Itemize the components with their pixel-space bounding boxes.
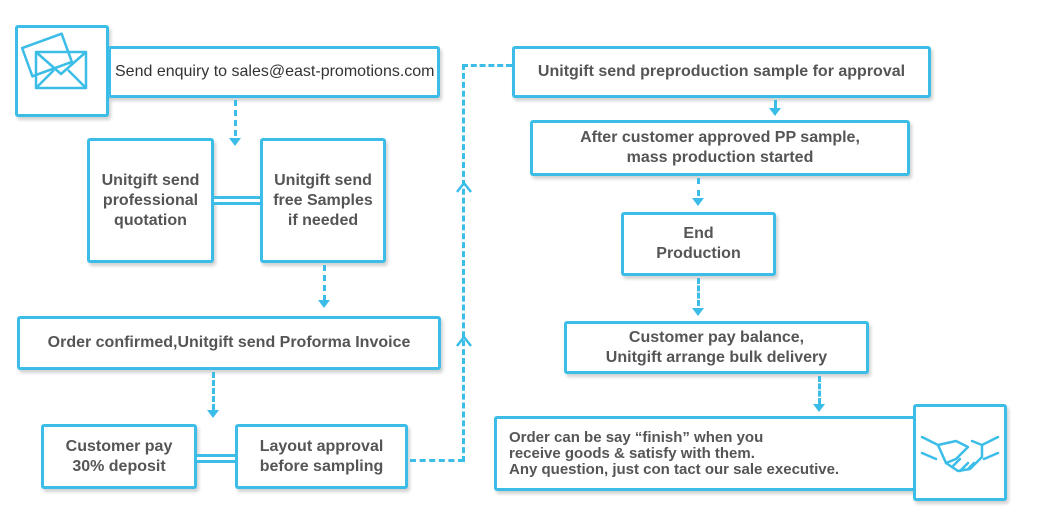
double-connector bbox=[214, 196, 260, 205]
arrow-down bbox=[229, 138, 241, 146]
step-samples-text: Unitgift send free Samples if needed bbox=[273, 171, 373, 229]
step-quotation: Unitgift send professional quotation bbox=[87, 138, 214, 263]
step-mass-production: After customer approved PP sample, mass … bbox=[530, 120, 910, 176]
step-balance-text: Customer pay balance, Unitgift arrange b… bbox=[605, 328, 828, 366]
connector bbox=[697, 278, 700, 306]
arrow-down bbox=[692, 198, 704, 206]
step-order: Order confirmed,Unitgift send Proforma I… bbox=[17, 316, 441, 370]
step-end-production: End Production bbox=[621, 212, 776, 276]
connector bbox=[462, 64, 465, 462]
connector bbox=[234, 100, 237, 136]
arrow-up-icon bbox=[456, 180, 472, 193]
handshake-icon bbox=[913, 404, 1007, 501]
step-layout: Layout approval before sampling bbox=[235, 424, 408, 489]
connector bbox=[818, 376, 821, 404]
connector bbox=[774, 100, 777, 108]
connector bbox=[462, 64, 512, 67]
connector bbox=[212, 372, 215, 410]
connector bbox=[323, 265, 326, 301]
arrow-down bbox=[813, 404, 825, 412]
connector bbox=[410, 459, 464, 462]
envelope-icon bbox=[15, 25, 109, 117]
step-finish: Order can be say “finish” when you recei… bbox=[494, 416, 918, 491]
step-enquiry: Send enquiry to sales@east-promotions.co… bbox=[108, 46, 440, 98]
arrow-down bbox=[207, 410, 219, 418]
step-order-text: Order confirmed,Unitgift send Proforma I… bbox=[47, 334, 411, 351]
step-end-production-text: End Production bbox=[656, 225, 741, 262]
step-preproduction-text: Unitgift send preproduction sample for a… bbox=[537, 63, 906, 80]
arrow-down bbox=[769, 108, 781, 116]
step-enquiry-text: Send enquiry to sales@east-promotions.co… bbox=[115, 63, 435, 80]
double-connector bbox=[197, 454, 235, 463]
arrow-down bbox=[318, 300, 330, 308]
step-samples: Unitgift send free Samples if needed bbox=[260, 138, 386, 263]
connector bbox=[697, 178, 700, 196]
step-finish-text: Order can be say “finish” when you recei… bbox=[509, 428, 840, 478]
step-balance: Customer pay balance, Unitgift arrange b… bbox=[564, 321, 869, 374]
arrow-down bbox=[692, 308, 704, 316]
step-preproduction: Unitgift send preproduction sample for a… bbox=[512, 46, 931, 98]
step-quotation-text: Unitgift send professional quotation bbox=[101, 171, 200, 229]
arrow-up-icon bbox=[456, 334, 472, 347]
step-mass-production-text: After customer approved PP sample, mass … bbox=[580, 129, 860, 166]
step-layout-text: Layout approval before sampling bbox=[259, 437, 384, 475]
step-deposit-text: Customer pay 30% deposit bbox=[65, 437, 173, 475]
step-deposit: Customer pay 30% deposit bbox=[41, 424, 197, 489]
